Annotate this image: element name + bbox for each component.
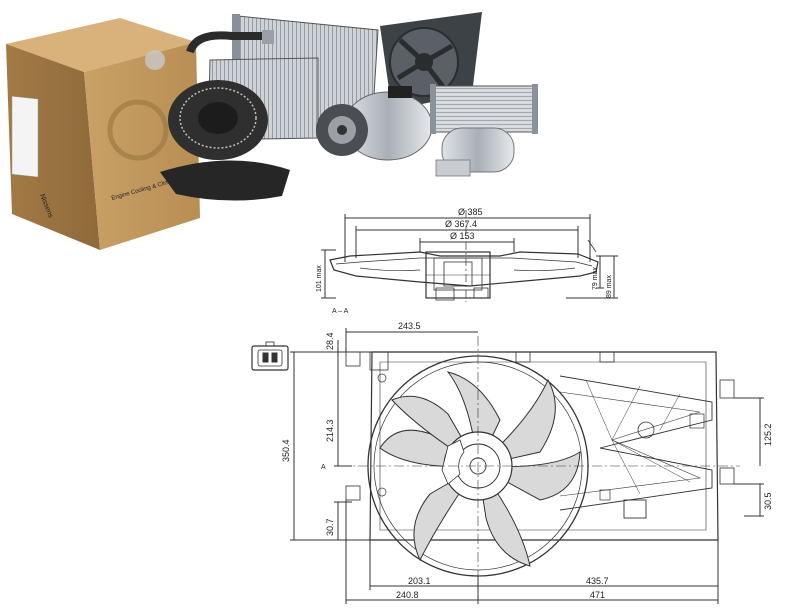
dim-h125: 125.2 [763, 423, 773, 446]
dim-w435: 435.7 [586, 576, 609, 586]
dim-w240: 240.8 [396, 590, 419, 600]
ac-compressor [316, 86, 433, 161]
front-view [290, 328, 764, 604]
receiver-drier [435, 127, 515, 177]
section-dimensions: Ø 385 Ø 367.4 Ø 153 101 max 79 max 89 ma… [316, 207, 613, 315]
product-photo: Nissens Engine Cooling & Climate [6, 12, 538, 250]
blower-motor [160, 80, 290, 201]
dim-d367: Ø 367.4 [445, 219, 477, 229]
heater-core [430, 84, 538, 134]
dim-w471: 471 [590, 590, 605, 600]
dim-h79: 79 max [592, 267, 599, 290]
dim-h101: 101 max [316, 265, 323, 292]
section-view [321, 210, 618, 302]
dim-h350: 350.4 [281, 439, 291, 462]
dim-h89: 89 max [606, 275, 613, 298]
connector-icon [251, 341, 289, 371]
section-marker: A [321, 464, 326, 471]
dim-h28: 28.4 [325, 332, 335, 350]
dim-d153: Ø 153 [450, 231, 475, 241]
dim-w243: 243.5 [398, 321, 421, 331]
dim-h30-7: 30.7 [325, 518, 335, 536]
section-label: A – A [332, 308, 349, 315]
dim-w203: 203.1 [408, 576, 431, 586]
dim-h30-5: 30.5 [763, 492, 773, 510]
box-logo-icon [107, 50, 169, 161]
front-dimensions: 243.5 28.4 214.3 350.4 30.7 A 125.2 30.5… [281, 321, 773, 600]
dim-h214: 214.3 [325, 419, 335, 442]
carton-box: Nissens Engine Cooling & Climate [6, 18, 200, 250]
dim-d385: Ø 385 [458, 207, 483, 217]
